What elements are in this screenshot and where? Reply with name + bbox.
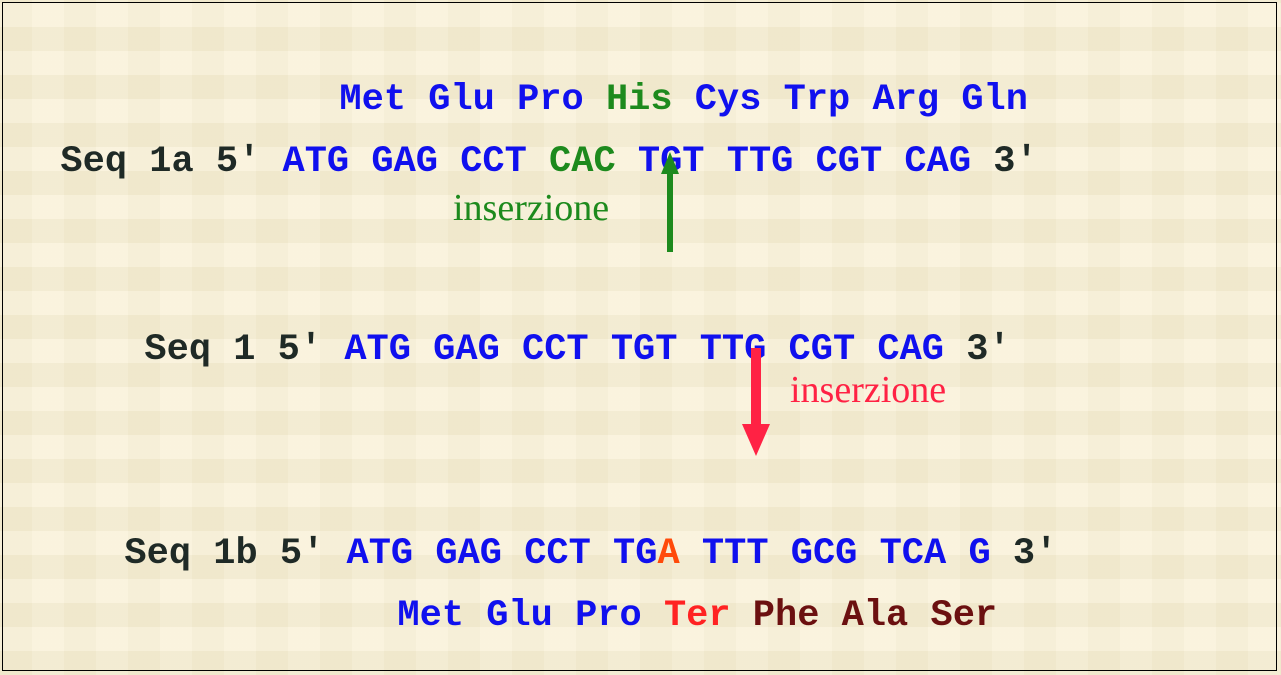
seq1b-codon-8: G: [968, 533, 991, 575]
seq1b-label: Seq 1b: [124, 533, 258, 575]
seq1a-codon-8: CAG: [904, 141, 972, 183]
seq1a-dna-row: Seq 1a 5′ ATG GAG CCT CAC TGT TTG CGT CA…: [16, 96, 1038, 184]
seq1b-aa-6: Ala: [841, 595, 909, 637]
seq1a-aa-5: Cys: [694, 79, 762, 121]
seq1a-3prime: 3′: [993, 141, 1038, 183]
seq1a-label: Seq 1a: [60, 141, 194, 183]
seq1b-codon-7: TCA: [879, 533, 947, 575]
seq1-codon-1: ATG: [344, 329, 411, 371]
seq1-dna-row: Seq 1 5′ ATG GAG CCT TGT TTG CGT CAG 3′: [100, 284, 1011, 372]
seq1a-aa-2: Glu: [428, 79, 495, 121]
seq1-codon-3: CCT: [522, 329, 589, 371]
seq1a-aa-6: Trp: [783, 79, 851, 121]
seq1a-codon-1: ATG: [282, 141, 350, 183]
seq1b-aa-3: Pro: [575, 595, 642, 637]
seq1b-dna-row: Seq 1b 5′ ATG GAG CCT TGA TTT GCG TCA G …: [80, 488, 1057, 576]
seq1a-codon-4-inserted: CAC: [549, 141, 616, 183]
seq1b-aa-1: Met: [397, 595, 465, 637]
seq1a-codon-3: CCT: [460, 141, 527, 183]
seq1b-5prime: 5′: [279, 533, 325, 575]
seq1-codon-4: TGT: [610, 329, 678, 371]
seq1-5prime: 5′: [277, 329, 323, 371]
seq1-codon-6: CGT: [788, 329, 856, 371]
seq1-3prime: 3′: [966, 329, 1011, 371]
seq1a-aa-7: Arg: [872, 79, 940, 121]
seq1b-codon-6: GCG: [790, 533, 858, 575]
seq1a-codon-7: CGT: [815, 141, 883, 183]
seq1b-protein-row: Met Glu Pro Ter Phe Ala Ser: [353, 550, 997, 638]
seq1b-aa-2: Glu: [486, 595, 553, 637]
seq1b-aa-4-stop: Ter: [663, 595, 731, 637]
insertion-up-label: inserzione: [453, 187, 610, 229]
seq1a-5prime: 5′: [215, 141, 261, 183]
seq1b-mutant-codon-prefix: TG: [613, 533, 658, 575]
seq1a-aa-3: Pro: [517, 79, 584, 121]
insertion-up-arrow-icon: [661, 152, 679, 252]
insertion-down-label: inserzione: [790, 369, 947, 411]
seq1b-aa-7: Ser: [930, 595, 998, 637]
seq1b-codon-1: ATG: [346, 533, 414, 575]
insertion-down-arrow-icon: [742, 348, 770, 456]
seq1a-aa-4-inserted: His: [605, 79, 673, 121]
seq1b-aa-5: Phe: [752, 595, 820, 637]
seq1b-codon-2: GAG: [435, 533, 502, 575]
seq1b-codon-3: CCT: [524, 533, 591, 575]
seq1-codon-2: GAG: [433, 329, 500, 371]
seq1a-aa-8: Gln: [961, 79, 1028, 121]
seq1b-inserted-base: A: [657, 533, 680, 575]
seq1-codon-7: CAG: [877, 329, 944, 371]
seq1a-aa-1: Met: [339, 79, 407, 121]
seq1b-mutant-codon: TGA: [613, 533, 680, 575]
seq1b-3prime: 3′: [1012, 533, 1058, 575]
seq1a-protein-row: Met Glu Pro His Cys Trp Arg Gln: [295, 34, 1028, 122]
seq1b-codon-5: TTT: [701, 533, 769, 575]
seq1a-codon-2: GAG: [371, 141, 438, 183]
seq1a-codon-6: TTG: [726, 141, 794, 183]
seq1-label: Seq 1: [144, 329, 256, 371]
